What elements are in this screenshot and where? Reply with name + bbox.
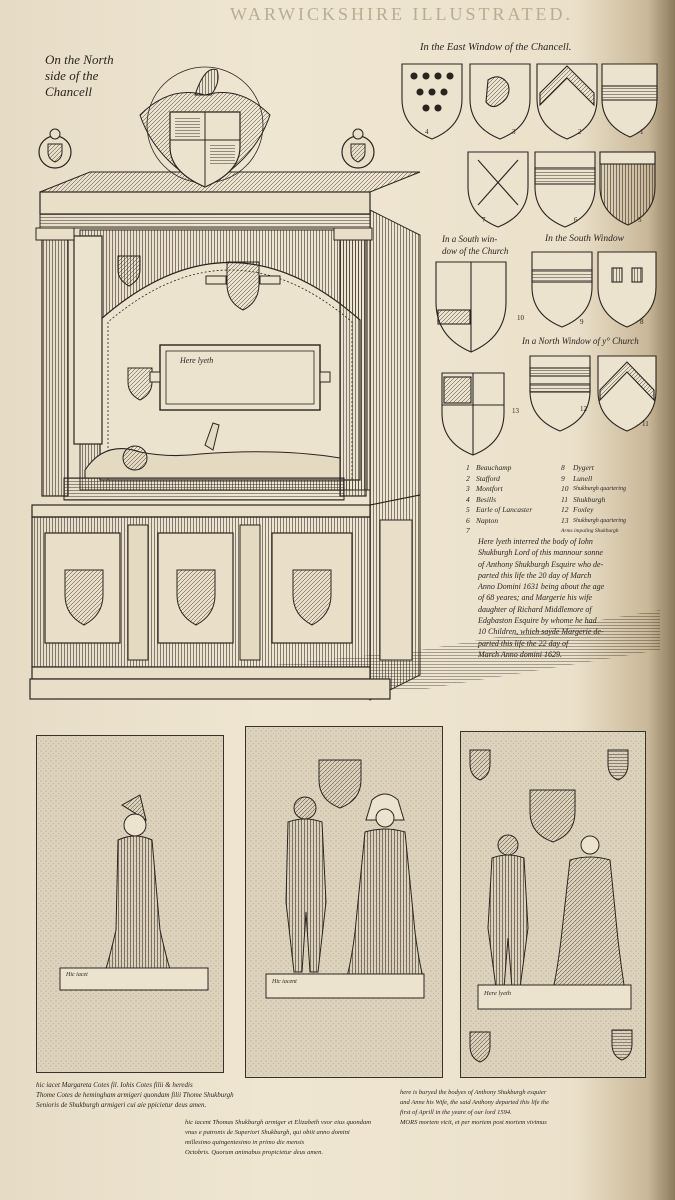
south-church-window-title-1: In a South win-	[442, 234, 498, 244]
north-window-title: In a North Window of y° Church	[522, 336, 639, 346]
inscription: Here lyeth interred the body of Iohn Shu…	[478, 537, 605, 659]
south-church-window-title-2: dow of the Church	[442, 246, 509, 256]
running-head: WARWICKSHIRE ILLUSTRATED.	[230, 4, 573, 24]
shield-11	[597, 355, 657, 432]
shield-7	[467, 151, 529, 228]
caption-center: hic iacent Thomas Shukburgh armiger et E…	[185, 1119, 372, 1156]
brass-right-label: Here lyeth	[484, 990, 512, 997]
east-window-title: In the East Window of the Chancell.	[420, 42, 572, 53]
caption-right: here is buryed the bodyes of Anthony Shu…	[400, 1089, 550, 1126]
shield-4	[401, 63, 463, 140]
brass-center-label: Hic iacent	[272, 979, 297, 985]
brass-left-label: Hic iacet	[66, 972, 88, 978]
caption-left: hic iacet Margareta Cotes fil. Iohis Cot…	[36, 1081, 234, 1109]
shield-5	[599, 151, 656, 226]
south-window-title: In the South Window	[545, 234, 624, 244]
tablet-text: Here lyeth	[180, 356, 214, 365]
